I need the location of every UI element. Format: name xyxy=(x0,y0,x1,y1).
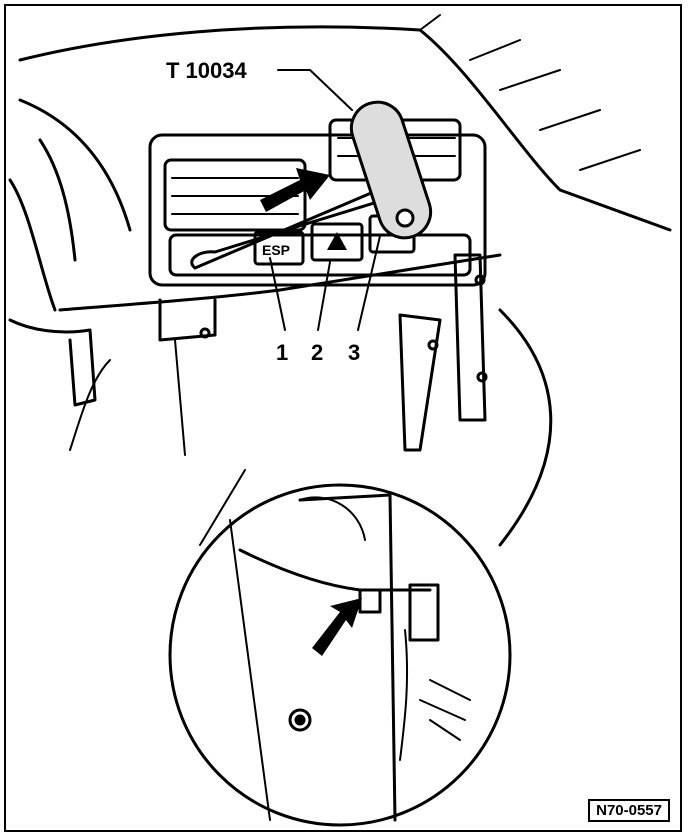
esp-button-text: ESP xyxy=(262,242,290,258)
callout-3: 3 xyxy=(348,340,360,365)
push-direction-arrow xyxy=(260,168,330,212)
figure-frame xyxy=(4,4,682,832)
center-console-panel xyxy=(148,133,487,287)
tool-label: T 10034 xyxy=(166,58,247,83)
callout-2: 2 xyxy=(311,340,323,365)
figure-reference-code: N70-0557 xyxy=(588,799,670,822)
hazard-button xyxy=(310,222,364,262)
dashboard-outline xyxy=(18,25,672,232)
callout-1: 1 xyxy=(276,340,288,365)
left-air-vent xyxy=(163,158,307,232)
detail-magnifier xyxy=(168,483,512,827)
removal-tool-handle xyxy=(349,100,433,240)
removal-tool-hook xyxy=(190,183,402,270)
switch-strip xyxy=(168,233,472,277)
connector-pointer-arrow xyxy=(312,598,362,656)
